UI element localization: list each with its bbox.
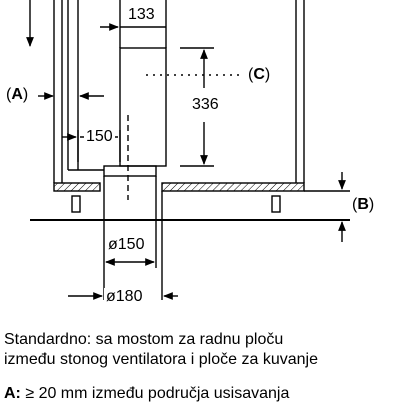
label-a-open: (	[6, 86, 12, 103]
note-a: A: ≥ 20 mm između područja usisavanja	[4, 384, 289, 404]
label-b-open: (	[352, 196, 358, 213]
duct-outlet	[103, 165, 157, 177]
dim-right-336: 336	[190, 96, 221, 114]
dim-diameter-180: ø180	[104, 288, 145, 306]
label-a-letter: A	[11, 86, 23, 103]
installation-diagram	[26, 0, 350, 300]
worktop-left	[53, 182, 101, 192]
worktop-right	[161, 182, 305, 192]
foot-right	[271, 195, 281, 213]
label-a: (A)	[6, 86, 28, 104]
dim-top-133: 133	[126, 6, 157, 24]
label-c-letter: C	[253, 66, 265, 83]
fan-duct	[119, 47, 167, 167]
label-c: (C)	[248, 66, 270, 84]
label-c-open: (	[248, 66, 254, 83]
foot-left	[71, 195, 81, 213]
dim-left-150: 150	[84, 128, 115, 146]
note-a-text: ≥ 20 mm između područja usisavanja	[20, 385, 290, 402]
note-a-key: A:	[4, 385, 21, 402]
caption-line-1: Standardno: sa mostom za radnu ploču	[4, 331, 284, 348]
caption-line-2: između stonog ventilatora i ploče za kuv…	[4, 351, 318, 368]
label-b-letter: B	[357, 196, 369, 213]
dim-diameter-150: ø150	[106, 236, 147, 254]
label-b-close: )	[368, 196, 375, 213]
label-c-close: )	[264, 66, 271, 83]
label-a-close: )	[22, 86, 29, 103]
label-b: (B)	[352, 196, 374, 214]
